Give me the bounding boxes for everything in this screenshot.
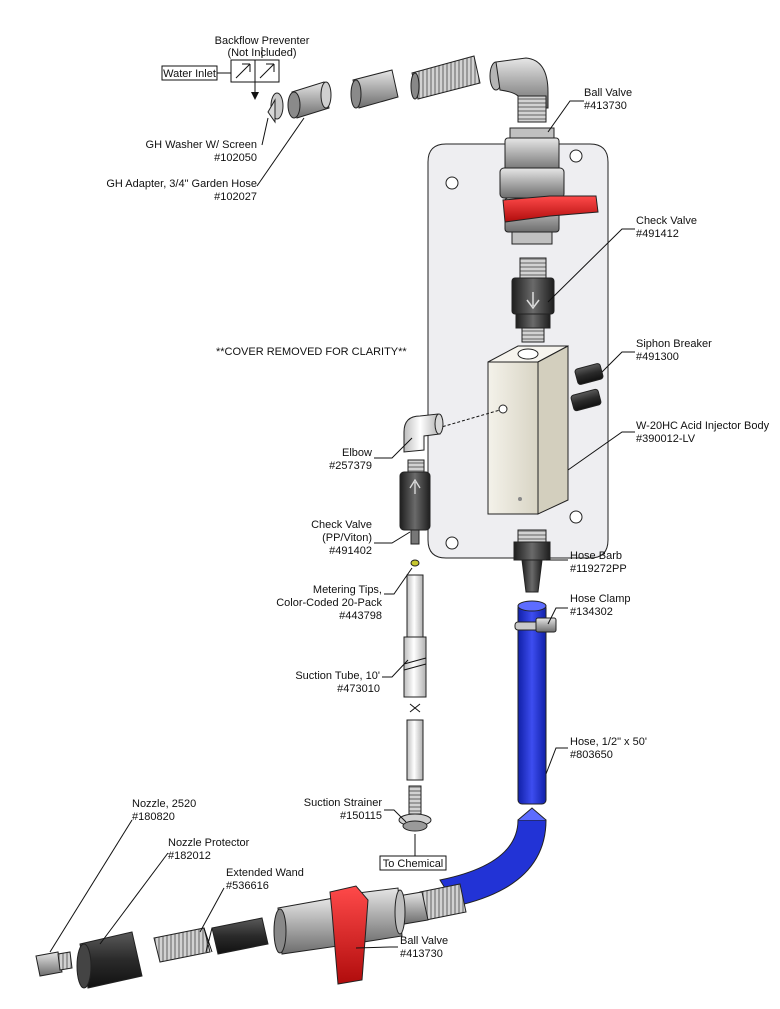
plate-hole-bl xyxy=(445,536,459,550)
check-valve-top xyxy=(511,257,555,343)
hose-fitting xyxy=(397,883,467,925)
hose-clamp xyxy=(514,617,557,633)
to-chemical-label: To Chemical xyxy=(383,858,444,870)
nozzle xyxy=(35,951,73,977)
plate-hole-br xyxy=(569,510,583,524)
hose-clamp-label: Hose Clamp#134302 xyxy=(570,593,631,618)
check-valve-pp xyxy=(399,459,431,545)
threaded-nipple xyxy=(410,55,481,100)
cover-note: **COVER REMOVED FOR CLARITY** xyxy=(216,346,407,358)
suction-tube-label: Suction Tube, 10'#473010 xyxy=(295,670,380,695)
metering-tips-label: Metering Tips,Color-Coded 20-Pack#443798 xyxy=(276,584,382,622)
elbow-fitting xyxy=(403,413,444,453)
hose-label: Hose, 1/2" x 50'#803650 xyxy=(570,736,647,761)
water-inlet-label: Water Inlet xyxy=(163,68,216,80)
suction-strainer xyxy=(398,785,432,832)
hose-barb-label: Hose Barb#119272PP xyxy=(570,550,627,575)
nozzle-protector xyxy=(76,931,143,989)
street-elbow xyxy=(489,57,549,123)
nozzle-protector-label: Nozzle Protector#182012 xyxy=(168,837,250,862)
labels: **COVER REMOVED FOR CLARITY** Backflow P… xyxy=(106,35,769,960)
check-valve-pp-label: Check Valve(PP/Viton)#491402 xyxy=(311,519,372,557)
hose xyxy=(439,600,547,907)
siphon-breaker xyxy=(570,363,604,412)
injector-body xyxy=(487,345,569,515)
elbow-label: Elbow#257379 xyxy=(329,447,372,472)
ball-valve-top-label: Ball Valve#413730 xyxy=(584,87,632,112)
ball-valve-bottom xyxy=(273,885,406,985)
hose-barb xyxy=(513,529,551,593)
ball-valve-top-handle xyxy=(502,195,599,223)
extended-wand xyxy=(153,917,269,963)
gh-washer-label: GH Washer W/ Screen#102050 xyxy=(146,139,257,164)
ball-valve-bottom-label: Ball Valve#413730 xyxy=(400,935,448,960)
to-chemical-box xyxy=(379,855,447,871)
leader-lines xyxy=(49,47,635,953)
plate-hole-tl xyxy=(445,176,459,190)
backflow-preventer-symbol xyxy=(230,59,280,100)
coupling-nipple xyxy=(350,69,399,109)
backflow-label: Backflow Preventer(Not Included) xyxy=(215,35,310,59)
plate-hole-tr xyxy=(569,149,583,163)
gh-adapter xyxy=(287,81,332,119)
check-valve-top-label: Check Valve#491412 xyxy=(636,215,697,240)
gh-washer xyxy=(267,92,284,124)
suction-strainer-label: Suction Strainer#150115 xyxy=(304,797,383,822)
gh-adapter-label: GH Adapter, 3/4" Garden Hose#102027 xyxy=(106,178,257,203)
water-inlet-box xyxy=(161,65,218,81)
nozzle-label: Nozzle, 2520#180820 xyxy=(132,798,196,823)
suction-tube xyxy=(403,574,427,781)
extended-wand-label: Extended Wand#536616 xyxy=(226,867,304,892)
ball-valve-bottom-handle xyxy=(329,885,369,985)
metering-tip xyxy=(410,559,420,567)
siphon-breaker-label: Siphon Breaker#491300 xyxy=(636,338,712,363)
injector-body-label: W-20HC Acid Injector Body#390012-LV xyxy=(636,420,770,445)
ball-valve-top xyxy=(499,127,599,245)
